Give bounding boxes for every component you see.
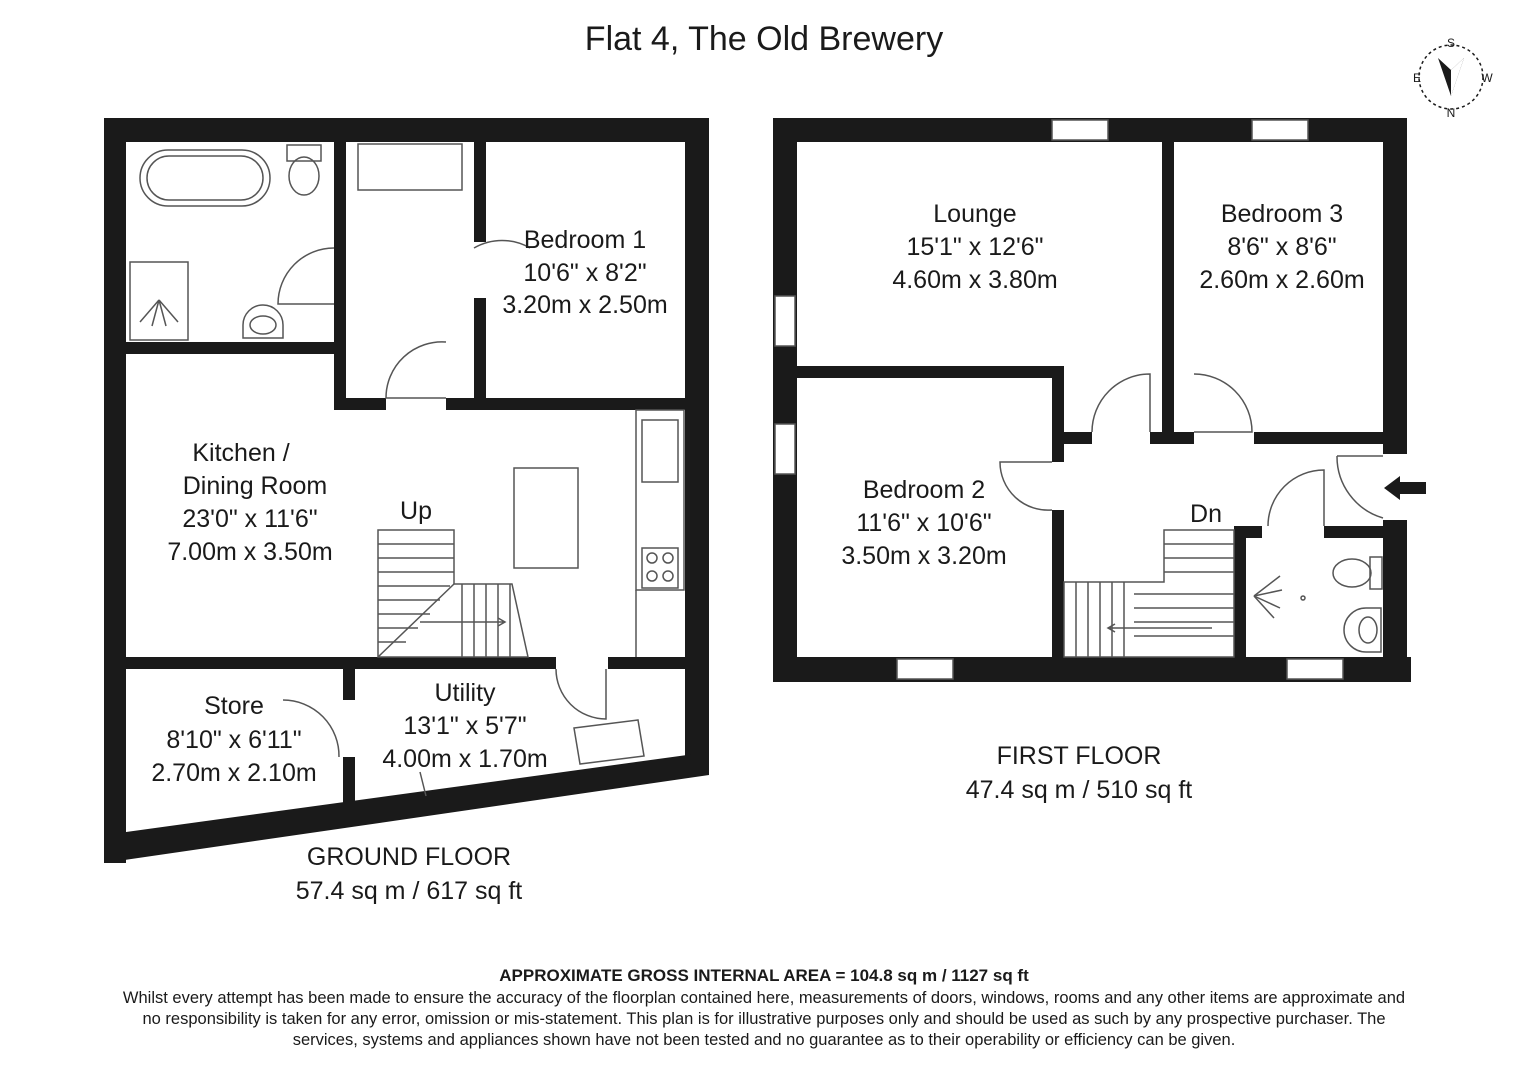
- ground-stairs-label: Up: [400, 497, 432, 525]
- bedroom2-name: Bedroom 2: [863, 476, 985, 504]
- first-floor-plan: [773, 118, 1426, 682]
- kitchen-name-line2: Dining Room: [183, 472, 328, 500]
- first-stairs-icon: [1063, 529, 1235, 658]
- utility-sink-icon: [419, 719, 645, 797]
- lounge-name: Lounge: [933, 200, 1016, 228]
- store-metric: 2.70m x 2.10m: [151, 759, 316, 787]
- utility-imperial: 13'1" x 5'7": [403, 712, 526, 740]
- plan-title: Flat 4, The Old Brewery: [584, 20, 944, 58]
- first-floor-label: FIRST FLOOR: [997, 742, 1162, 770]
- utility-name: Utility: [434, 679, 496, 707]
- bedroom1-name: Bedroom 1: [524, 226, 646, 254]
- shower-icon: [129, 261, 189, 341]
- sink-icon: [641, 419, 679, 483]
- disclaimer-text: Whilst every attempt has been made to en…: [122, 989, 1406, 1049]
- compass-south: S: [1447, 36, 1455, 50]
- compass-icon: S N E W: [1413, 36, 1493, 120]
- ground-room-labels: Bedroom 1 10'6" x 8'2" 3.20m x 2.50m Kit…: [151, 226, 667, 905]
- ensuite-toilet-icon: [1332, 556, 1383, 590]
- bedroom3-metric: 2.60m x 2.60m: [1199, 266, 1364, 294]
- bedroom3-name: Bedroom 3: [1221, 200, 1343, 228]
- compass-north: N: [1447, 106, 1456, 120]
- first-stairs-label: Dn: [1190, 500, 1222, 528]
- first-floor-doors: [999, 373, 1384, 527]
- compass-east: E: [1413, 71, 1421, 85]
- ground-floor-doors: [277, 239, 607, 758]
- ground-stairs-icon: [377, 529, 529, 658]
- bedroom1-metric: 3.20m x 2.50m: [502, 291, 667, 319]
- ground-floor-area: 57.4 sq m / 617 sq ft: [296, 877, 523, 905]
- store-imperial: 8'10" x 6'11": [166, 726, 301, 754]
- first-room-labels: Lounge 15'1" x 12'6" 4.60m x 3.80m Bedro…: [841, 200, 1364, 804]
- kitchen-imperial: 23'0" x 11'6": [182, 505, 317, 533]
- gross-area-heading: APPROXIMATE GROSS INTERNAL AREA = 104.8 …: [499, 966, 1029, 985]
- kitchen-metric: 7.00m x 3.50m: [167, 538, 332, 566]
- entrance-arrow-icon: [1384, 476, 1426, 500]
- basin-icon: [242, 304, 284, 339]
- bedroom3-imperial: 8'6" x 8'6": [1227, 233, 1336, 261]
- hob-icon: [641, 547, 679, 589]
- first-floor-area: 47.4 sq m / 510 sq ft: [966, 776, 1193, 804]
- ensuite-basin-icon: [1343, 607, 1382, 653]
- ground-floor-plan: [104, 118, 709, 863]
- cupboard-icon: [357, 143, 463, 191]
- bedroom2-metric: 3.50m x 3.20m: [841, 542, 1006, 570]
- bedroom2-imperial: 11'6" x 10'6": [856, 509, 991, 537]
- ensuite-shower-icon: [1253, 575, 1306, 619]
- bath-icon: [139, 149, 271, 207]
- bedroom1-imperial: 10'6" x 8'2": [523, 259, 646, 287]
- utility-metric: 4.00m x 1.70m: [382, 745, 547, 773]
- kitchen-units: [513, 409, 685, 657]
- lounge-imperial: 15'1" x 12'6": [906, 233, 1043, 261]
- ground-floor-walls: [104, 118, 709, 863]
- store-name: Store: [204, 692, 264, 720]
- kitchen-island: [513, 467, 579, 569]
- compass-west: W: [1481, 71, 1493, 85]
- ground-floor-label: GROUND FLOOR: [307, 843, 511, 871]
- toilet-icon: [286, 144, 322, 196]
- kitchen-name-line1: Kitchen /: [192, 439, 289, 467]
- first-floor-windows: [774, 119, 1344, 680]
- lounge-metric: 4.60m x 3.80m: [892, 266, 1057, 294]
